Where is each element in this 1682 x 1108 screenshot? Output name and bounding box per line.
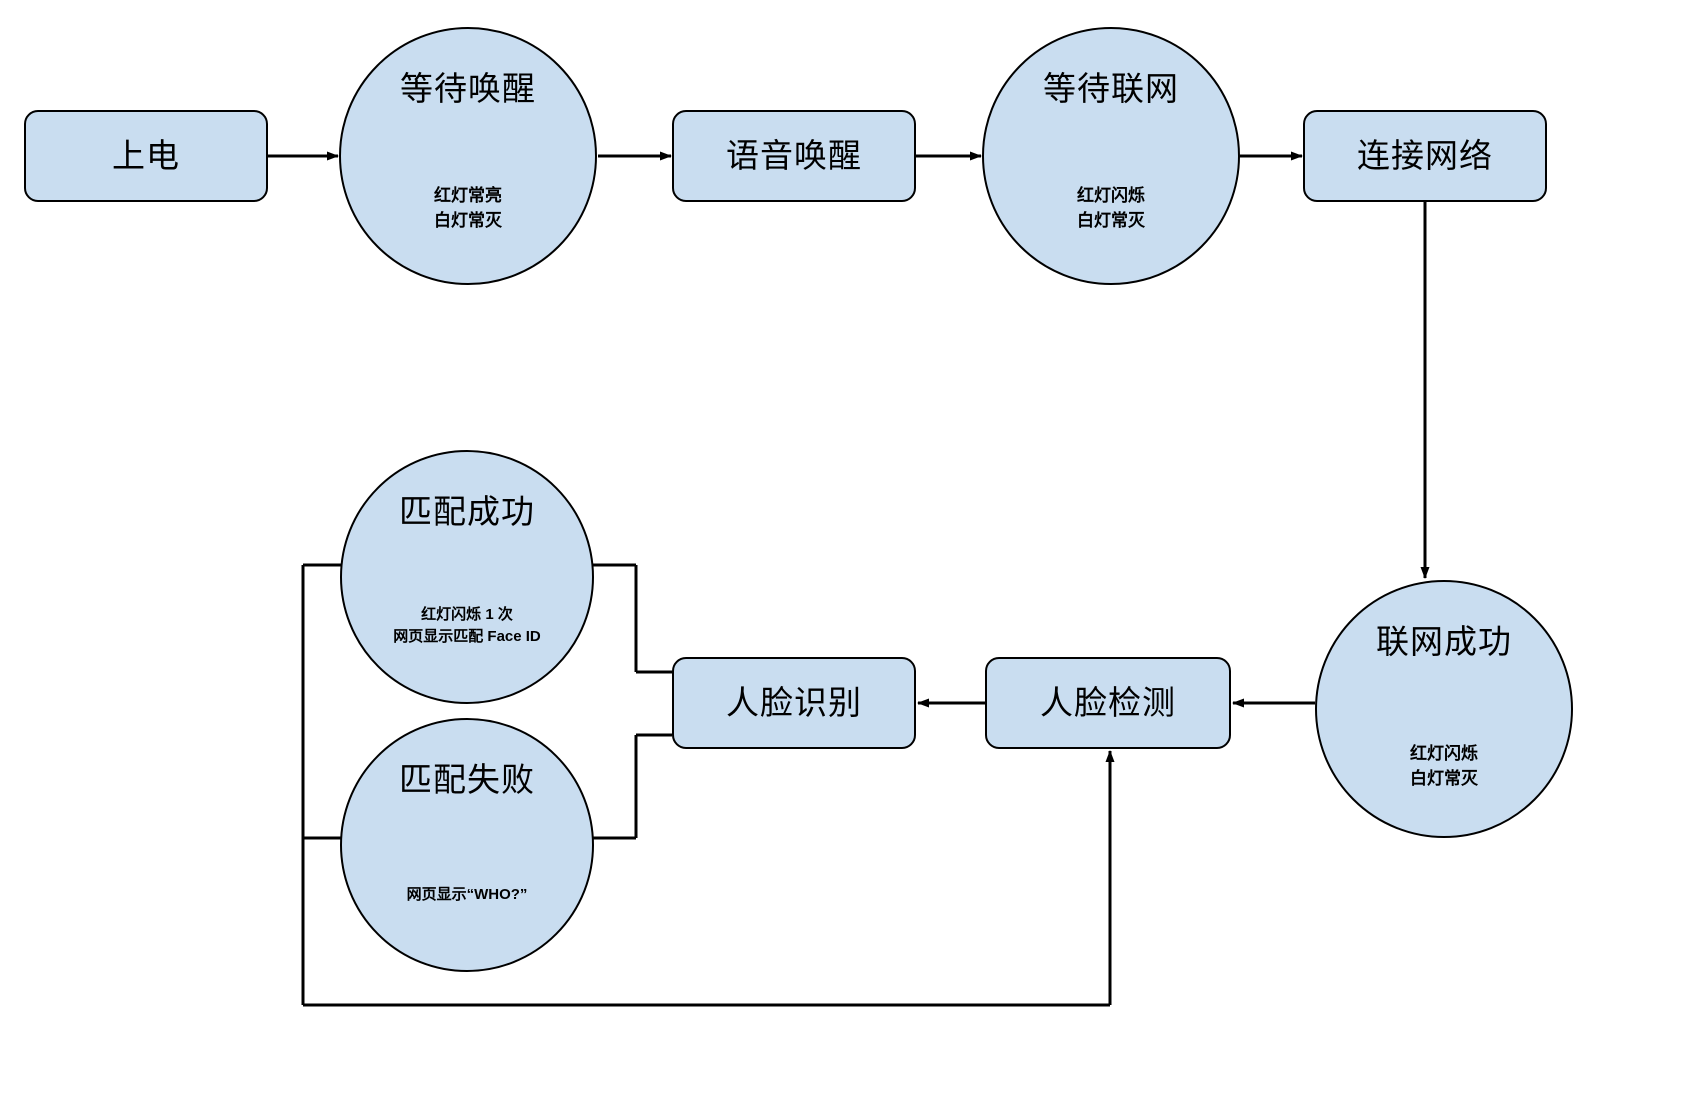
node-wait-wake-label: 等待唤醒 xyxy=(400,70,536,107)
node-power-on[interactable]: 上电 xyxy=(24,110,268,202)
node-network-success-label: 联网成功 xyxy=(1376,623,1512,660)
node-network-success[interactable]: 联网成功 红灯闪烁 白灯常灭 xyxy=(1315,580,1573,838)
node-wait-network[interactable]: 等待联网 红灯闪烁 白灯常灭 xyxy=(982,27,1240,285)
node-connect-network[interactable]: 连接网络 xyxy=(1303,110,1547,202)
node-match-success-label: 匹配成功 xyxy=(399,493,535,530)
node-face-recognize-label: 人脸识别 xyxy=(726,683,862,721)
node-face-detect[interactable]: 人脸检测 xyxy=(985,657,1231,749)
node-face-detect-label: 人脸检测 xyxy=(1040,683,1176,721)
node-network-success-detail: 红灯闪烁 白灯常灭 xyxy=(1410,744,1478,788)
node-match-fail-label: 匹配失败 xyxy=(399,761,535,798)
node-match-success[interactable]: 匹配成功 红灯闪烁 1 次 网页显示匹配 Face ID xyxy=(340,450,594,704)
node-connect-network-label: 连接网络 xyxy=(1357,136,1493,174)
node-wait-wake[interactable]: 等待唤醒 红灯常亮 白灯常灭 xyxy=(339,27,597,285)
node-match-fail[interactable]: 匹配失败 网页显示“WHO?” xyxy=(340,718,594,972)
node-face-recognize[interactable]: 人脸识别 xyxy=(672,657,916,749)
node-wait-wake-detail: 红灯常亮 白灯常灭 xyxy=(434,186,502,230)
node-match-fail-detail: 网页显示“WHO?” xyxy=(406,886,528,903)
node-power-on-label: 上电 xyxy=(112,136,180,174)
node-voice-wake-label: 语音唤醒 xyxy=(726,136,862,174)
node-wait-network-detail: 红灯闪烁 白灯常灭 xyxy=(1077,186,1145,230)
node-match-success-detail: 红灯闪烁 1 次 网页显示匹配 Face ID xyxy=(393,606,541,645)
node-voice-wake[interactable]: 语音唤醒 xyxy=(672,110,916,202)
node-wait-network-label: 等待联网 xyxy=(1043,70,1179,107)
